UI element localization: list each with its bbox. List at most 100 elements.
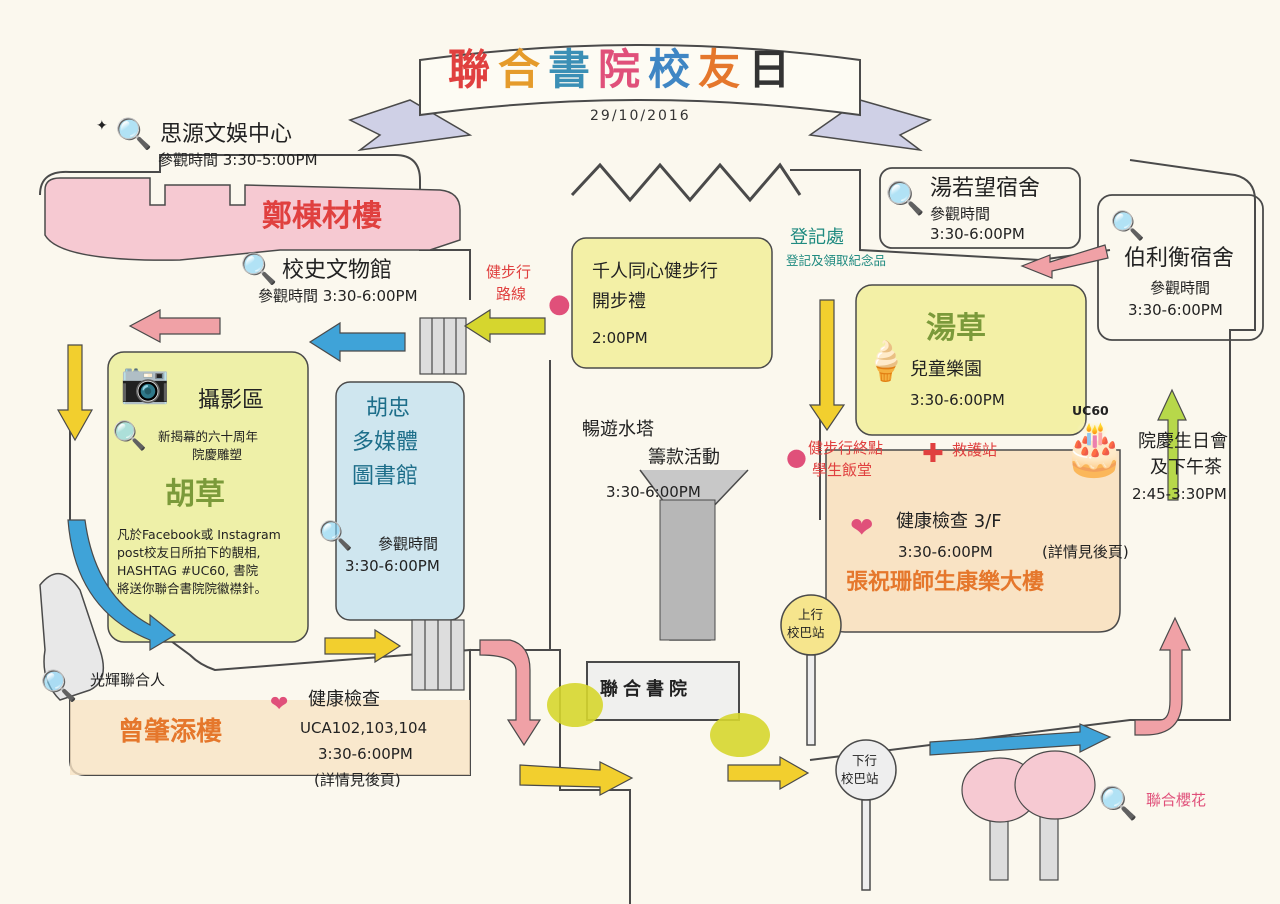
bernard-dorm-time-label: 參觀時間 xyxy=(1150,279,1211,297)
magnifier-icon: 🔍 xyxy=(112,419,147,452)
history-gallery-time: 參觀時間 3:30-6:00PM xyxy=(258,287,418,305)
registration-name: 登記處 xyxy=(790,227,844,248)
sparkle-icon: ✦ xyxy=(96,118,108,134)
tower-line1: 暢遊水塔 xyxy=(582,419,654,440)
bus-stop-posts xyxy=(780,594,897,891)
title-char: 書 xyxy=(548,45,599,94)
walk-start-area xyxy=(571,237,773,369)
library-time: 3:30-6:00PM xyxy=(345,557,440,575)
location-pin-icon: ● xyxy=(548,289,571,319)
wu-lawn-note-line2: post校友日所拍下的靚相, xyxy=(117,545,261,560)
title-char: 日 xyxy=(748,45,799,94)
health-cheung-time: 3:30-6:00PM xyxy=(898,543,993,561)
title-char: 合 xyxy=(498,45,549,94)
tower-line2: 籌款活動 xyxy=(648,447,720,468)
birthday-badge: UC60 xyxy=(1072,403,1109,418)
water-tower xyxy=(570,162,802,641)
health-uca-time: 3:30-6:00PM xyxy=(318,745,413,763)
bernard-dorm-time: 3:30-6:00PM xyxy=(1128,301,1223,319)
sculpture-line2: 院慶雕塑 xyxy=(192,447,243,462)
birthday-cake-icon: 🎂 xyxy=(1062,419,1127,479)
tong-lawn-time: 3:30-6:00PM xyxy=(910,391,1005,409)
steps xyxy=(411,317,467,691)
walk-start-time: 2:00PM xyxy=(592,329,648,347)
wu-lawn-note-line3: HASHTAG #UC60, 書院 xyxy=(117,563,259,578)
tong-lawn-sub: 兒童樂園 xyxy=(910,359,982,380)
walk-route-line1: 健步行 xyxy=(486,263,532,281)
health-uca-note: (詳情見後頁) xyxy=(314,771,401,789)
heart-icon: ❤ xyxy=(270,692,289,717)
walk-end-line1: 健步行終點 xyxy=(808,439,884,457)
page-title: 聯合書院校友日 xyxy=(448,45,799,94)
magnifier-icon: 🔍 xyxy=(318,519,353,552)
sakura-name: 聯合櫻花 xyxy=(1146,791,1207,809)
bus-stop-up-line1: 上行 xyxy=(798,607,824,622)
tsang-area xyxy=(70,700,470,775)
wu-lawn-note-line1: 凡於Facebook或 Instagram xyxy=(117,527,281,542)
college-sign-text: 聯合書院 xyxy=(600,679,692,700)
library-line3: 圖書館 xyxy=(352,464,419,489)
walk-start-line1: 千人同心健步行 xyxy=(592,261,718,282)
registration-note: 登記及領取紀念品 xyxy=(786,253,887,268)
tong-dorm-name: 湯若望宿舍 xyxy=(930,176,1041,201)
location-pin-icon: ● xyxy=(786,443,807,471)
walk-route-line2: 路線 xyxy=(496,285,527,303)
first-aid-name: 救護站 xyxy=(952,441,998,459)
health-uca-name: 健康檢查 xyxy=(308,689,380,710)
birthday-line2: 及下午茶 xyxy=(1150,457,1222,478)
walk-end-line2: 學生飯堂 xyxy=(812,461,873,479)
szeyuan-time: 參觀時間 3:30-5:00PM xyxy=(158,151,318,169)
title-banner xyxy=(348,44,933,152)
birthday-line1: 院慶生日會 xyxy=(1138,431,1228,452)
health-cheung-name: 健康檢查 3/F xyxy=(896,511,1002,532)
road-outline-bottom xyxy=(470,649,631,904)
bus-stop-down-line2: 校巴站 xyxy=(841,771,879,786)
walk-start-line2: 開步禮 xyxy=(592,291,646,312)
alumni-monument-name: 光輝聯合人 xyxy=(90,671,166,689)
library-area xyxy=(335,381,465,621)
library-line1: 胡忠 xyxy=(366,396,411,421)
photo-zone-name: 攝影區 xyxy=(198,388,265,413)
szeyuan-name: 思源文娛中心 xyxy=(160,122,293,147)
tong-dorm-time: 3:30-6:00PM xyxy=(930,225,1025,243)
title-char: 聯 xyxy=(448,45,499,94)
magnifier-icon: 🔍 xyxy=(115,117,153,152)
camera-icon: 📷 xyxy=(120,360,170,406)
wu-lawn-name: 胡草 xyxy=(165,477,225,512)
library-line2: 多媒體 xyxy=(352,430,419,455)
tong-lawn-name: 湯草 xyxy=(926,311,986,346)
history-gallery-name: 校史文物館 xyxy=(282,258,393,283)
event-date: 29/10/2016 xyxy=(590,108,691,124)
sculpture-line1: 新揭幕的六十周年 xyxy=(158,429,259,444)
road-outline-right xyxy=(790,159,1256,761)
magnifier-icon: 🔍 xyxy=(1110,209,1145,242)
birthday-time: 2:45-3:30PM xyxy=(1132,485,1227,503)
szeyuan-area xyxy=(44,177,461,261)
title-char: 院 xyxy=(598,45,649,94)
ice-cream-icon: 🍦 xyxy=(862,339,910,383)
health-uca-rooms: UCA102,103,104 xyxy=(300,719,428,737)
tong-dorm-box xyxy=(879,167,1081,249)
first-aid-cross-icon: ✚ xyxy=(922,439,944,469)
cheung-building-name: 張祝珊師生康樂大樓 xyxy=(846,570,1045,595)
college-sign-block xyxy=(586,661,740,721)
heart-icon: ❤ xyxy=(850,511,874,544)
health-cheung-note: (詳情見後頁) xyxy=(1042,543,1129,561)
bus-stop-down-line1: 下行 xyxy=(852,753,878,768)
magnifier-icon: 🔍 xyxy=(1098,784,1138,822)
tong-lawn-area xyxy=(855,284,1087,436)
sakura-trees xyxy=(961,750,1096,881)
bus-stop-up-line2: 校巴站 xyxy=(787,625,825,640)
magnifier-icon: 🔍 xyxy=(885,179,925,217)
cheng-building-name: 鄭棟材樓 xyxy=(262,199,382,234)
library-time-label: 參觀時間 xyxy=(378,535,439,553)
bernard-dorm-name: 伯利衡宿舍 xyxy=(1124,246,1235,271)
route-arrows xyxy=(56,244,1191,796)
alumni-monument xyxy=(39,573,105,701)
tsang-building-name: 曾肇添樓 xyxy=(118,717,223,747)
magnifier-icon: 🔍 xyxy=(40,669,78,704)
wu-lawn-area xyxy=(107,351,309,643)
magnifier-icon: 🔍 xyxy=(240,252,278,287)
